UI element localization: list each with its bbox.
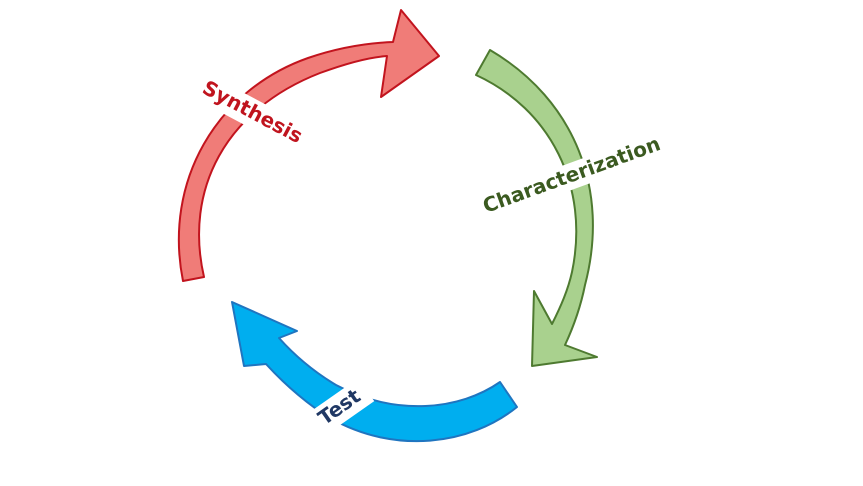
synthesis-label-backdrop	[192, 72, 312, 154]
characterization-label-backdrop	[484, 133, 660, 219]
test-label-backdrop	[305, 378, 375, 438]
synthesis-arrow	[177, 9, 440, 282]
test-arrow	[231, 301, 518, 443]
